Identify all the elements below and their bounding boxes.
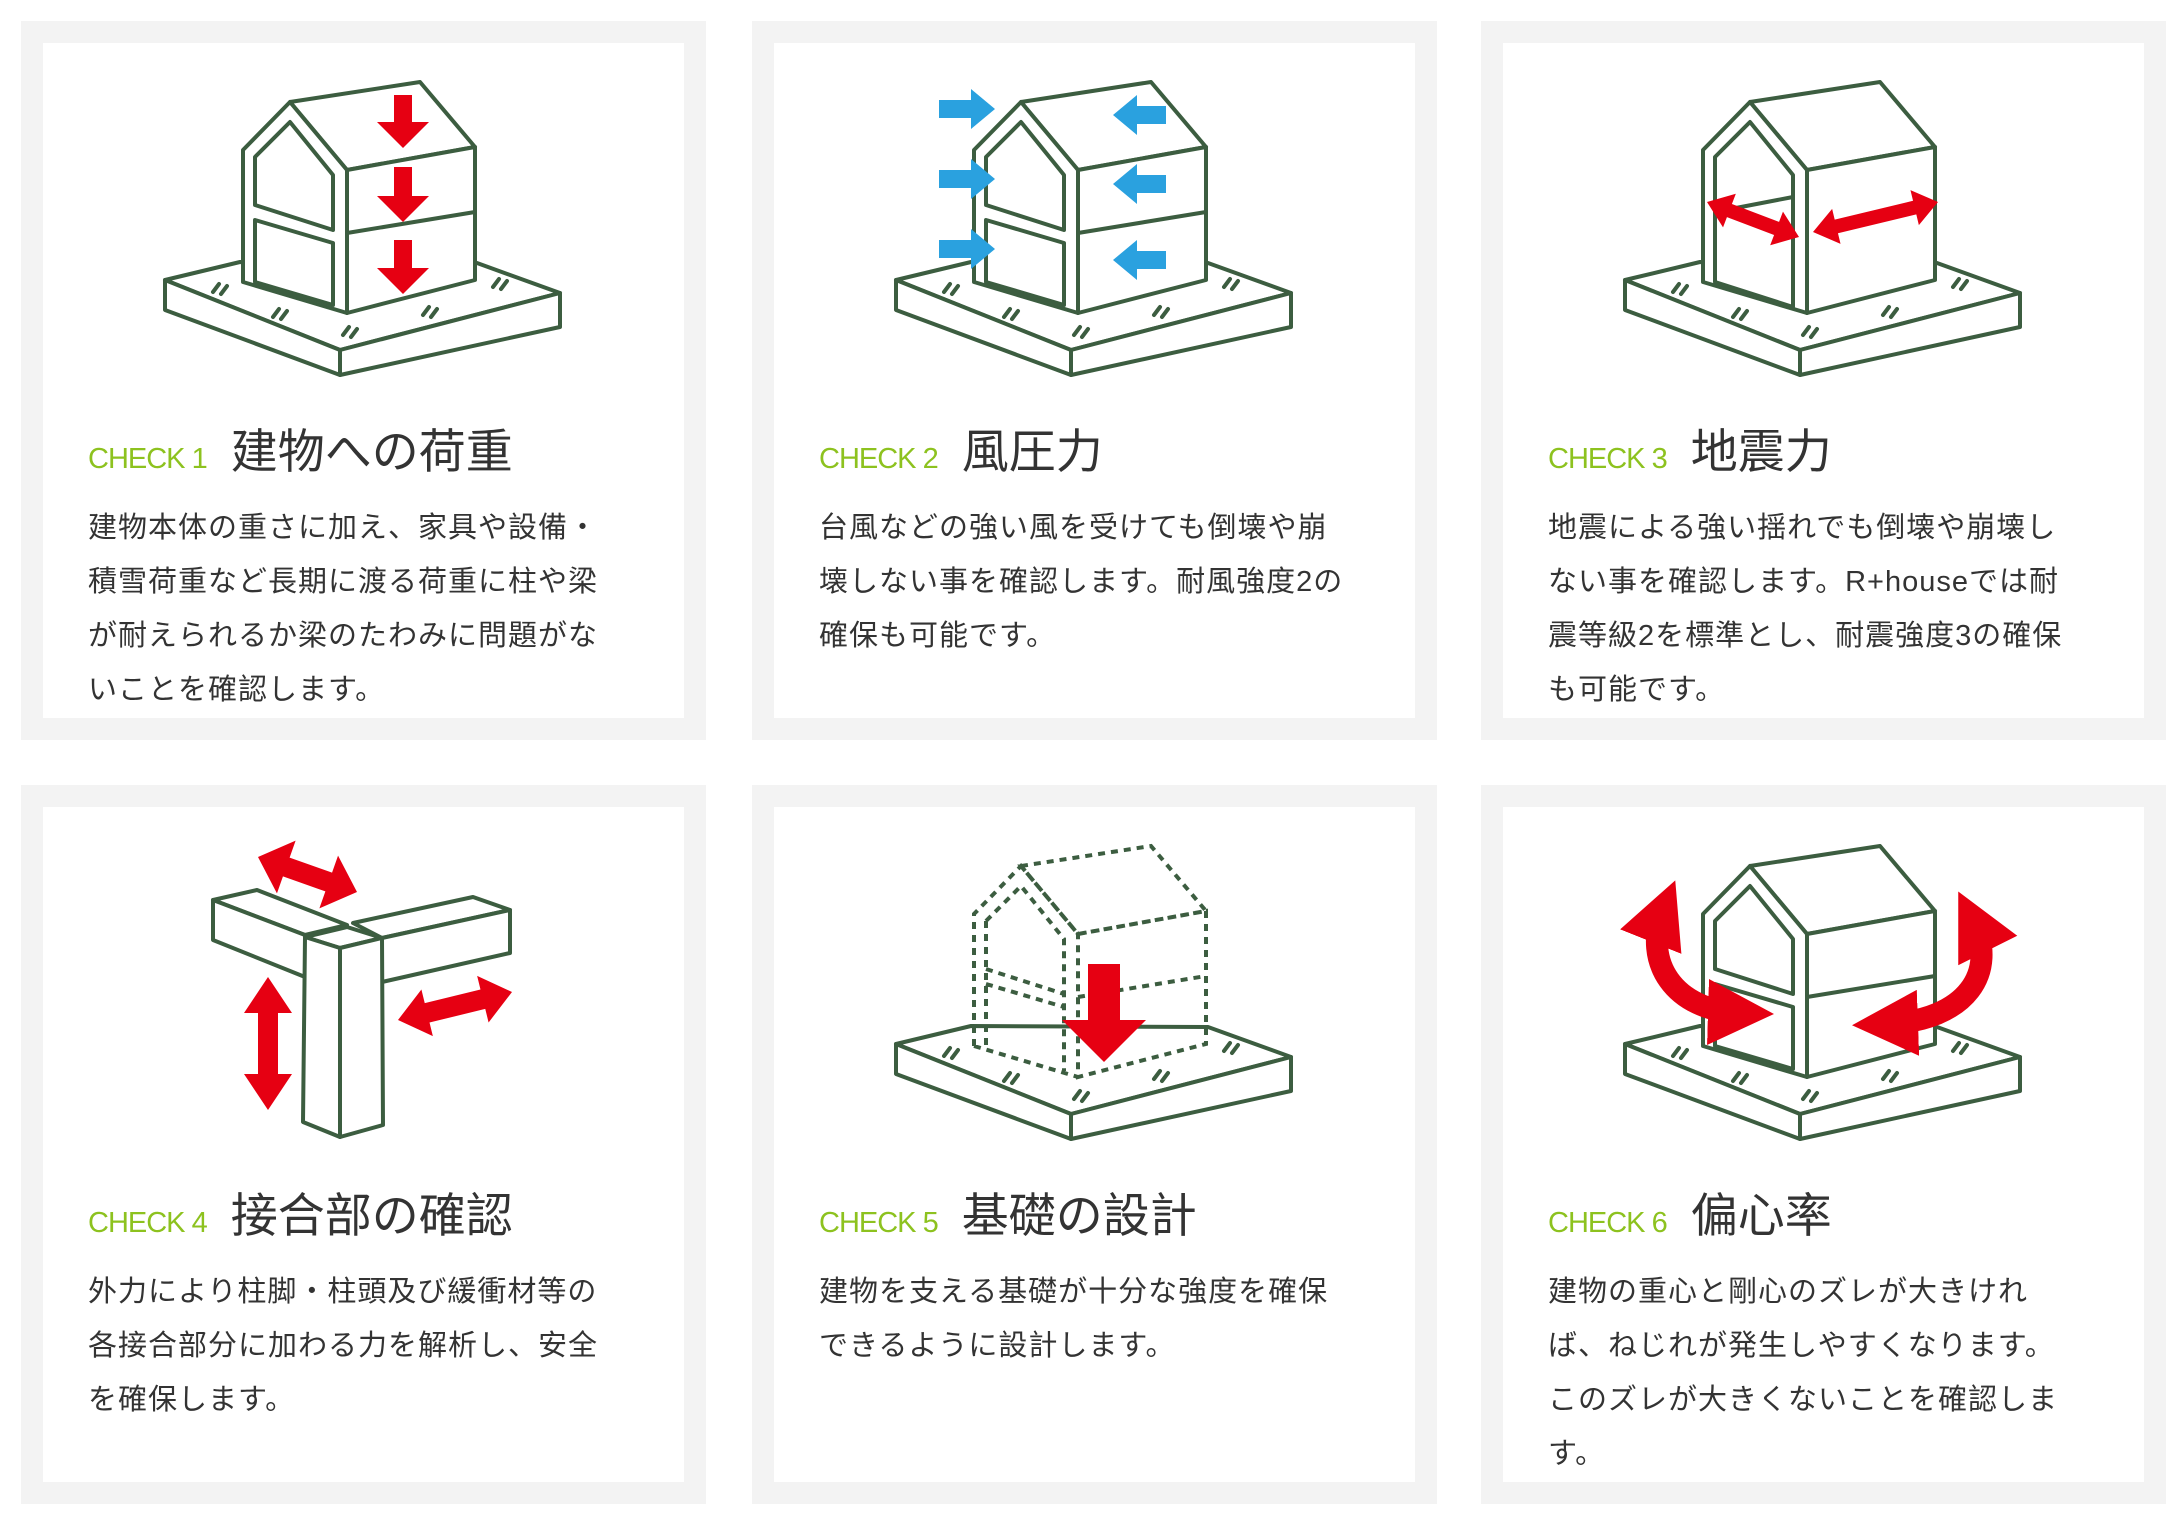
description-line: 積雪荷重など長期に渡る荷重に柱や梁 xyxy=(88,566,599,598)
card-title: 基礎の設計 xyxy=(961,1189,1197,1242)
rotation-arrow-right xyxy=(1852,891,2018,1056)
description-line: も可能です。 xyxy=(1548,674,1726,706)
force-arrow-icon xyxy=(377,95,429,148)
double-force-arrow-icon xyxy=(258,840,357,909)
check-card-3: CHECK 3 地震力 地震による強い揺れでも倒壊や崩壊し ない事を確認します。R… xyxy=(1481,21,2166,740)
beam-joint-illustration xyxy=(211,840,512,1139)
description-line: 建物の重心と剛心のズレが大きけれ xyxy=(1548,1276,2029,1308)
house-wind-pressure-illustration xyxy=(894,80,1293,377)
description-line: 外力により柱脚・柱頭及び緩衝材等の xyxy=(88,1276,598,1308)
wind-arrow-icon xyxy=(939,159,995,199)
card-description: 地震による強い揺れでも倒壊や崩壊し ない事を確認します。R+houseでは耐 震… xyxy=(1548,501,2128,717)
card-title: 接合部の確認 xyxy=(230,1189,513,1242)
check-label: CHECK 3 xyxy=(1548,443,1668,475)
description-line: 建物本体の重さに加え、家具や設備・ xyxy=(88,512,599,544)
card-description: 建物本体の重さに加え、家具や設備・ 積雪荷重など長期に渡る荷重に柱や梁 が耐えら… xyxy=(88,501,668,717)
double-force-arrow-icon xyxy=(1707,193,1799,246)
house-vertical-load-illustration xyxy=(163,80,562,377)
house-frame xyxy=(1701,844,1937,1079)
check-card-1: CHECK 1 建物への荷重 建物本体の重さに加え、家具や設備・ 積雪荷重など長期… xyxy=(21,21,706,740)
description-line: 台風などの強い風を受けても倒壊や崩 xyxy=(819,512,1328,544)
card-description: 台風などの強い風を受けても倒壊や崩 壊しない事を確認します。耐風強度2の 確保も… xyxy=(819,501,1399,663)
dashed-house-outline xyxy=(972,843,1210,1080)
description-line: す。 xyxy=(1548,1438,1606,1470)
house-frame xyxy=(972,80,1208,315)
force-arrow-icon xyxy=(1062,964,1146,1062)
force-arrow-icon xyxy=(377,240,429,294)
card-title: 建物への荷重 xyxy=(230,425,513,478)
card-description: 建物を支える基礎が十分な強度を確保 できるように設計します。 xyxy=(819,1265,1399,1373)
card-description: 建物の重心と剛心のズレが大きけれ ば、ねじれが発生しやすくなります。 このズレが… xyxy=(1548,1265,2128,1481)
description-line: を確保します。 xyxy=(88,1384,296,1416)
card-description: 外力により柱脚・柱頭及び緩衝材等の 各接合部分に加わる力を解析し、安全 を確保し… xyxy=(88,1265,668,1427)
house-seismic-force-illustration xyxy=(1623,80,2022,377)
wind-arrow-icon xyxy=(1113,240,1166,280)
description-line: できるように設計します。 xyxy=(819,1330,1176,1362)
description-line: ば、ねじれが発生しやすくなります。 xyxy=(1548,1330,2055,1362)
description-line: が耐えられるか梁のたわみに問題がな xyxy=(88,620,599,652)
foundation-design-illustration xyxy=(894,843,1293,1141)
card-title: 偏心率 xyxy=(1690,1189,1832,1242)
check-label: CHECK 6 xyxy=(1548,1207,1668,1239)
description-line: 確保も可能です。 xyxy=(819,620,1057,652)
wind-arrow-icon xyxy=(1113,95,1166,135)
double-force-arrow-icon xyxy=(398,975,512,1037)
check-label: CHECK 1 xyxy=(88,443,208,475)
check-label: CHECK 4 xyxy=(88,1207,208,1239)
check-label: CHECK 2 xyxy=(819,443,939,475)
check-card-4: CHECK 4 接合部の確認 外力により柱脚・柱頭及び緩衝材等の 各接合部分に加わ… xyxy=(21,785,706,1504)
house-frame xyxy=(241,80,477,315)
description-line: 建物を支える基礎が十分な強度を確保 xyxy=(819,1276,1329,1308)
description-line: 各接合部分に加わる力を解析し、安全 xyxy=(88,1330,599,1362)
wind-arrow-icon xyxy=(1113,164,1166,204)
house-eccentricity-illustration xyxy=(1620,844,2022,1141)
force-arrow-icon xyxy=(377,167,429,222)
description-line: いことを確認します。 xyxy=(88,674,386,706)
wind-arrow-icon xyxy=(939,229,995,269)
post-front xyxy=(301,935,342,1139)
card-title: 地震力 xyxy=(1690,425,1832,478)
description-line: 壊しない事を確認します。耐風強度2の xyxy=(819,566,1344,598)
post-side xyxy=(338,936,385,1139)
description-line: 地震による強い揺れでも倒壊や崩壊し xyxy=(1548,512,2057,544)
check-label: CHECK 5 xyxy=(819,1207,939,1239)
rotation-arrow-left xyxy=(1620,880,1774,1045)
wind-arrow-icon xyxy=(939,89,995,129)
check-card-5: CHECK 5 基礎の設計 建物を支える基礎が十分な強度を確保 できるように設計し… xyxy=(752,785,1437,1504)
check-card-6: CHECK 6 偏心率 建物の重心と剛心のズレが大きけれ ば、ねじれが発生しやすく… xyxy=(1481,785,2166,1504)
description-line: このズレが大きくないことを確認しま xyxy=(1548,1384,2059,1416)
description-line: 震等級2を標準とし、耐震強度3の確保 xyxy=(1548,620,2063,652)
double-force-arrow-icon xyxy=(1813,190,1938,244)
description-line: ない事を確認します。R+houseでは耐 xyxy=(1548,566,2059,598)
double-force-arrow-icon xyxy=(244,977,292,1110)
card-title: 風圧力 xyxy=(961,425,1103,478)
check-card-2: CHECK 2 風圧力 台風などの強い風を受けても倒壊や崩 壊しない事を確認します… xyxy=(752,21,1437,740)
